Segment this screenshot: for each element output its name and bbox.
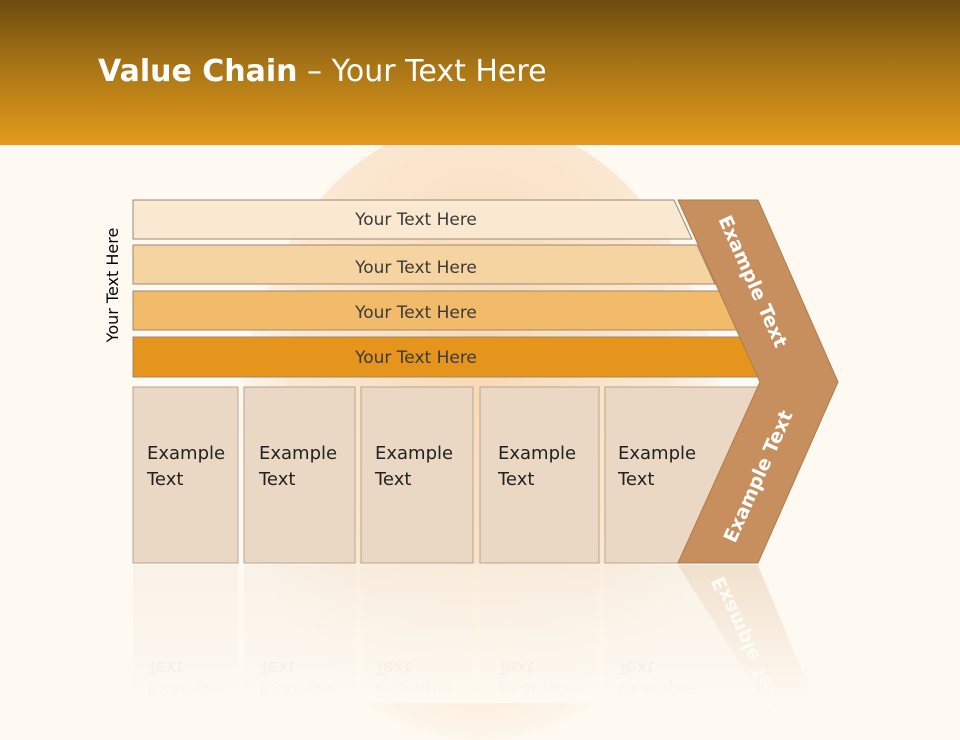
column-3: Example Text bbox=[360, 386, 474, 564]
column-3-line2: Text bbox=[374, 469, 411, 490]
band-2: Your Text Here bbox=[132, 244, 716, 285]
title-bold: Value Chain bbox=[98, 54, 298, 89]
band-4: Your Text Here bbox=[132, 336, 764, 378]
reflection-fade bbox=[120, 563, 840, 703]
column-box-1 bbox=[132, 386, 239, 564]
header-bar bbox=[0, 0, 960, 145]
column-1: Example Text bbox=[132, 386, 239, 564]
band-label-4: Your Text Here bbox=[354, 348, 477, 368]
column-4: Example Text bbox=[479, 386, 600, 564]
column-5-line1: Example bbox=[618, 443, 696, 464]
column-4-line1: Example bbox=[498, 443, 576, 464]
column-box-2 bbox=[243, 386, 356, 564]
band-label-2: Your Text Here bbox=[354, 258, 477, 278]
column-5-line2: Text bbox=[617, 469, 654, 490]
column-box-4 bbox=[479, 386, 600, 564]
column-2: Example Text bbox=[243, 386, 356, 564]
column-5: Example Text bbox=[604, 386, 759, 564]
column-2-line2: Text bbox=[258, 469, 295, 490]
title-rest: – Your Text Here bbox=[297, 54, 547, 89]
band-label-1: Your Text Here bbox=[354, 210, 477, 230]
column-2-line1: Example bbox=[259, 443, 337, 464]
band-shape-2 bbox=[132, 244, 716, 285]
slide-title: Value Chain – Your Text Here bbox=[98, 54, 547, 89]
band-shape-1 bbox=[132, 199, 693, 240]
chevron-shape bbox=[677, 199, 839, 564]
column-4-line2: Text bbox=[497, 469, 534, 490]
column-1-line2: Text bbox=[146, 469, 183, 490]
band-1: Your Text Here bbox=[132, 199, 693, 240]
band-3: Your Text Here bbox=[132, 290, 740, 331]
column-1-line1: Example bbox=[147, 443, 225, 464]
band-label-3: Your Text Here bbox=[354, 303, 477, 323]
value-chain-diagram: Text Example Text Example Text Example T… bbox=[120, 199, 840, 703]
column-3-line1: Example bbox=[375, 443, 453, 464]
column-box-3 bbox=[360, 386, 474, 564]
